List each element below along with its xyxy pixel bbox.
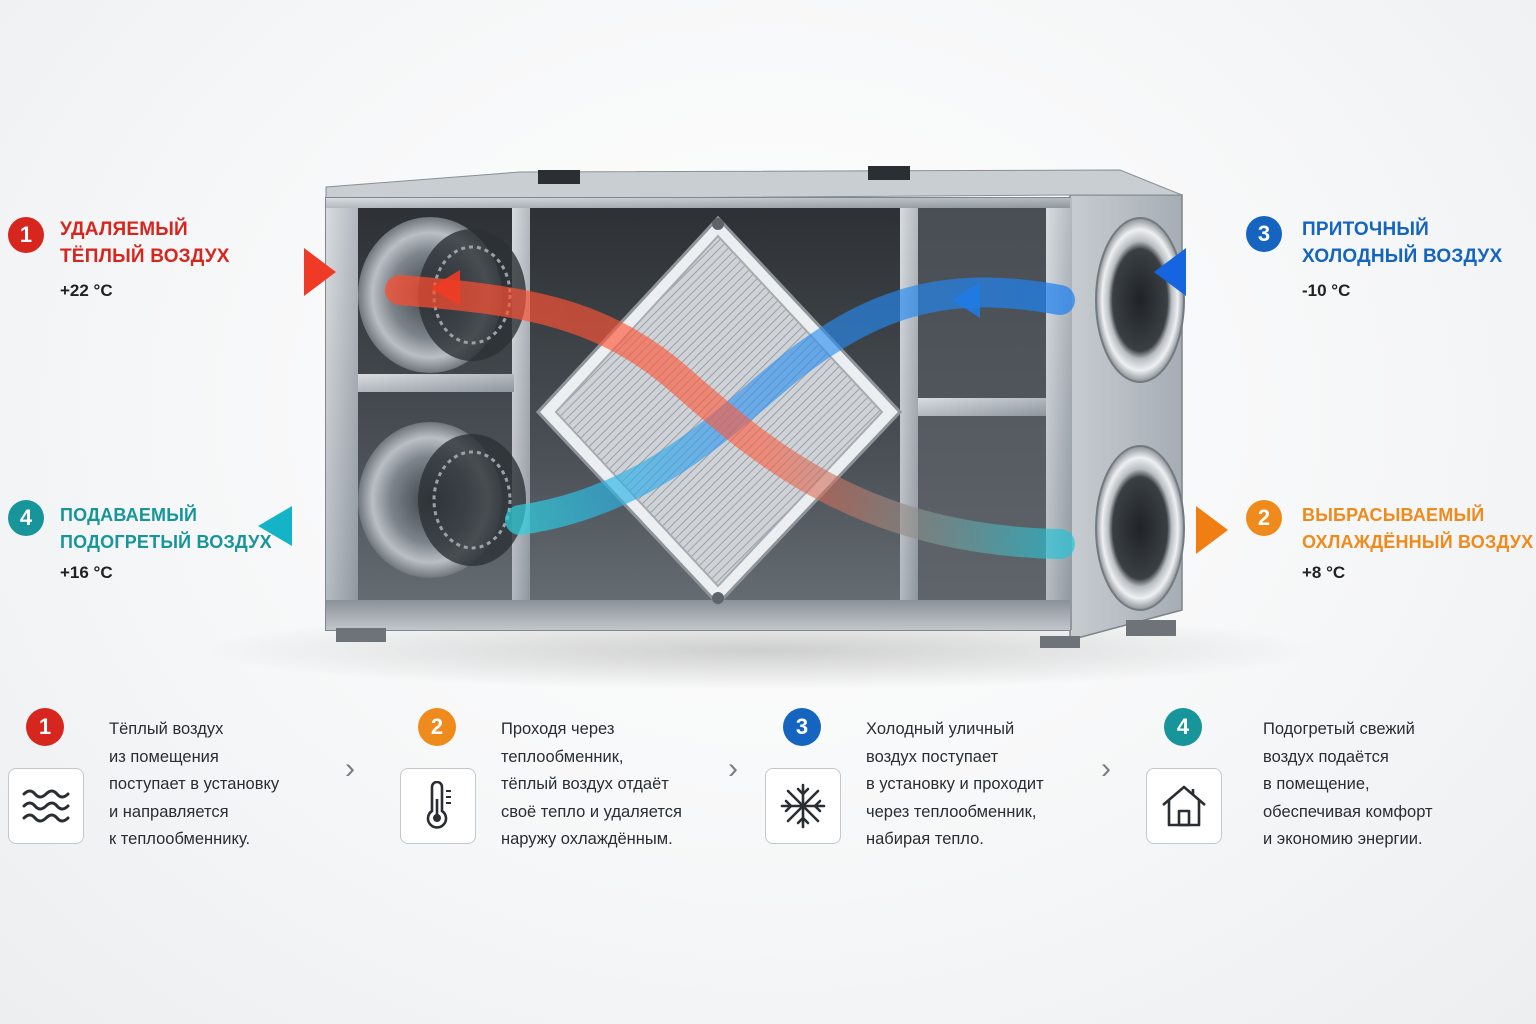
step-badge: 2 [418,708,456,746]
waves-icon [8,768,84,844]
step-badge: 3 [783,708,821,746]
flow-badge: 2 [1246,500,1282,536]
chevron-right-icon: › [728,752,738,785]
step-description: Проходя через теплообменник, тёплый возд… [501,720,682,848]
flow-temperature: +22 °C [60,281,113,300]
flow-title-line1: УДАЛЯЕМЫЙ [60,219,188,240]
flow-badge: 1 [8,217,44,253]
chevron-right-icon: › [1101,752,1111,785]
flow-title-line2: ХОЛОДНЫЙ ВОЗДУХ [1302,246,1503,267]
step-badge: 1 [26,708,64,746]
snowflake-icon [765,768,841,844]
thermometer-icon [400,768,476,844]
house-icon [1146,768,1222,844]
flow-title: ПРИТОЧНЫЙ ХОЛОДНЫЙ ВОЗДУХ [1302,216,1502,270]
duct-upper [1095,217,1185,383]
flow-title-line2: ТЁПЛЫЙ ВОЗДУХ [60,246,230,267]
flow-title: ВЫБРАСЫВАЕМЫЙ ОХЛАЖДЁННЫЙ ВОЗДУХ [1302,502,1533,556]
flow-temperature: -10 °C [1302,281,1351,300]
step-description: Тёплый воздух из помещения поступает в у… [109,720,280,848]
fan-lower [358,422,526,578]
chevron-right-icon: › [345,752,355,785]
flow-temperature: +16 °C [60,563,113,582]
flow-title-line2: ОХЛАЖДЁННЫЙ ВОЗДУХ [1302,532,1534,552]
flow-title-line1: ВЫБРАСЫВАЕМЫЙ [1302,505,1485,525]
step-badge: 4 [1164,708,1202,746]
flow-title-line2: ПОДОГРЕТЫЙ ВОЗДУХ [60,532,272,552]
flow-title: ПОДАВАЕМЫЙ ПОДОГРЕТЫЙ ВОЗДУХ [60,502,272,556]
flow-badge: 4 [8,500,44,536]
step-description: Подогретый свежий воздух подаётся в поме… [1263,720,1433,848]
flow-temperature: +8 °C [1302,563,1346,582]
flow-badge: 3 [1246,216,1282,252]
step-description: Холодный уличный воздух поступает в уста… [866,720,1044,848]
flow-title-line1: ПОДАВАЕМЫЙ [60,505,198,525]
flow-title-line1: ПРИТОЧНЫЙ [1302,219,1430,240]
flow-title: УДАЛЯЕМЫЙ ТЁПЛЫЙ ВОЗДУХ [60,216,230,270]
